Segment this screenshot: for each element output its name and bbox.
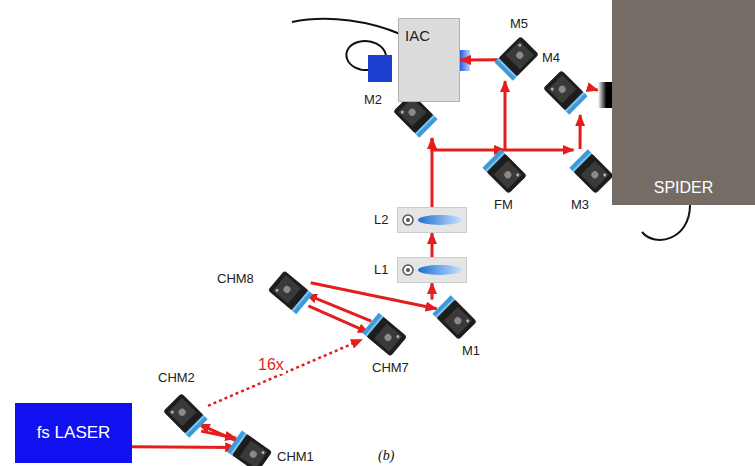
component-label: M5: [510, 16, 528, 31]
laser-beam: [431, 233, 434, 257]
chirped-mirror: CHM1: [227, 429, 273, 466]
component-label: CHM7: [372, 360, 409, 375]
component-label: M4: [542, 50, 560, 65]
repeat-arrow: [208, 340, 362, 406]
laser-beam: [579, 115, 582, 149]
component-label: M2: [364, 92, 382, 107]
mirror-mount: [569, 149, 615, 195]
spider-input-port: [598, 82, 612, 108]
lens-mount: [398, 208, 466, 232]
component-label: L1: [374, 262, 388, 277]
component-label: FM: [494, 197, 513, 212]
component-label: CHM8: [217, 271, 254, 286]
spider-cable: [642, 205, 690, 240]
mirror-mount: [267, 269, 313, 315]
laser-source: fs LASER: [15, 403, 132, 463]
component-label: L2: [374, 212, 388, 227]
lens-mount: [398, 258, 466, 282]
laser-beam: [199, 424, 241, 443]
component-label: M3: [571, 197, 589, 212]
device-label: fs LASER: [37, 423, 111, 443]
laser-beam: [588, 87, 598, 90]
flip-mirror: FM: [482, 149, 528, 195]
laser-beam: [432, 138, 505, 150]
laser-beam: [431, 283, 434, 300]
laser-beam: [311, 283, 437, 309]
spider-device: SPIDER: [612, 0, 755, 205]
mirror: M4: [542, 69, 588, 115]
mirror-mount: [494, 35, 540, 81]
laser-beam: [132, 445, 236, 449]
figure-tag: (b): [378, 448, 394, 464]
mirror-mount: [162, 392, 208, 438]
mirror-mount: [227, 429, 273, 466]
device-label: IAC: [405, 27, 430, 44]
component-label: CHM1: [277, 449, 314, 464]
mirror: M5: [494, 35, 540, 81]
laser-beam: [201, 431, 236, 438]
laser-beam: [504, 81, 507, 150]
lens: L2: [397, 207, 467, 233]
mirror-mount: [542, 69, 588, 115]
mirror-mount: [362, 312, 408, 358]
mirror-mount: [482, 149, 528, 195]
mirror: M1: [432, 295, 478, 341]
component-label: CHM2: [158, 370, 195, 385]
iac-cable: [292, 19, 400, 34]
iac-photodiode: [368, 55, 392, 82]
mirror: M3: [569, 149, 615, 195]
chirped-mirror: CHM8: [267, 269, 313, 315]
laser-beam: [505, 148, 574, 151]
component-label: M1: [462, 343, 480, 358]
chirped-mirror: CHM2: [162, 392, 208, 438]
mirror-mount: [432, 295, 478, 341]
laser-beam: [308, 306, 369, 333]
autocorrelator-box: IAC: [398, 18, 460, 102]
device-label: SPIDER: [654, 179, 714, 197]
lens: L1: [397, 257, 467, 283]
repeat-count: 16x: [256, 356, 286, 374]
chirped-mirror: CHM7: [362, 312, 408, 358]
